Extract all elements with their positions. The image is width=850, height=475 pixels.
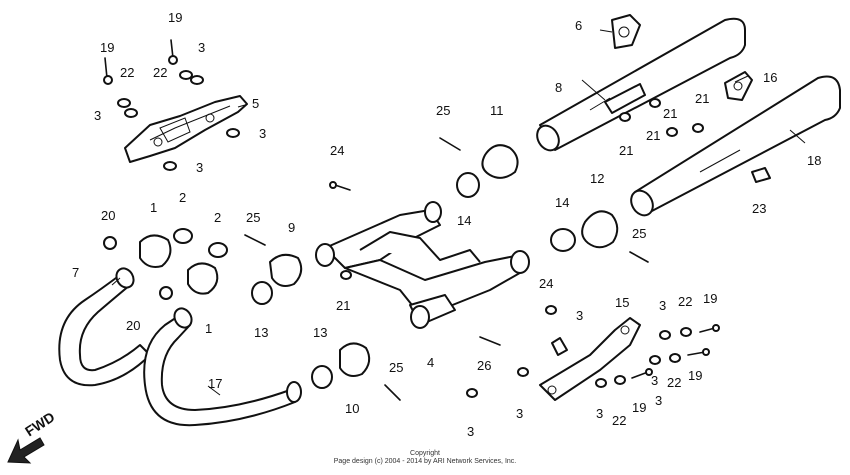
copyright-title: Copyright: [410, 450, 440, 457]
callout-3: 3: [516, 406, 523, 421]
callout-10: 10: [345, 401, 359, 416]
callout-22: 22: [612, 413, 626, 428]
callout-3: 3: [659, 298, 666, 313]
callout-3: 3: [651, 373, 658, 388]
callout-7: 7: [72, 265, 79, 280]
bracket-15: [539, 317, 641, 401]
clamp-11: [439, 137, 519, 198]
clamp-10: [311, 342, 401, 401]
bolt-24: [329, 181, 352, 280]
clamp-9: [244, 234, 303, 305]
callout-3: 3: [196, 160, 203, 175]
callout-21: 21: [619, 143, 633, 158]
callout-12: 12: [590, 171, 604, 186]
callout-21: 21: [646, 128, 660, 143]
callout-labels: 19 3 19 22 22 3 5 3 3 6 8 16 21 21 21 21…: [72, 10, 821, 439]
callout-25: 25: [632, 226, 646, 241]
callout-22: 22: [678, 294, 692, 309]
copyright-notice: Page design (c) 2004 - 2014 by ARI Netwo…: [333, 458, 517, 465]
callout-25: 25: [389, 360, 403, 375]
muffler-8: [536, 14, 746, 152]
callout-21: 21: [336, 298, 350, 313]
exhaust-pipe-17: [143, 307, 302, 427]
heat-shield-5: [124, 95, 248, 163]
callout-23: 23: [752, 201, 766, 216]
callout-21: 21: [695, 91, 709, 106]
callout-19: 19: [632, 400, 646, 415]
callout-2: 2: [214, 210, 221, 225]
clamp-12: [550, 210, 649, 263]
fwd-arrow-icon: [7, 437, 45, 464]
callout-19: 19: [688, 368, 702, 383]
callout-13: 13: [313, 325, 327, 340]
callout-3: 3: [259, 126, 266, 141]
callout-25: 25: [436, 103, 450, 118]
callout-20: 20: [126, 318, 140, 333]
fasteners-topleft: [103, 39, 240, 171]
nuts-21: [619, 98, 704, 137]
callout-15: 15: [615, 295, 629, 310]
callout-4: 4: [427, 355, 434, 370]
callout-19: 19: [168, 10, 182, 25]
callout-3: 3: [576, 308, 583, 323]
callout-22: 22: [667, 375, 681, 390]
callout-11: 11: [490, 103, 504, 118]
callout-5: 5: [252, 96, 259, 111]
callout-2: 2: [179, 190, 186, 205]
callout-18: 18: [807, 153, 821, 168]
callout-19: 19: [703, 291, 717, 306]
callout-19: 19: [100, 40, 114, 55]
callout-22: 22: [153, 65, 167, 80]
callout-3: 3: [198, 40, 205, 55]
callout-9: 9: [288, 220, 295, 235]
callout-24: 24: [330, 143, 344, 158]
callout-25: 25: [246, 210, 260, 225]
muffler-18: [630, 71, 841, 217]
leader-lines: [111, 29, 806, 396]
callout-13: 13: [254, 325, 268, 340]
callout-17: 17: [208, 376, 222, 391]
callout-3: 3: [467, 424, 474, 439]
exhaust-pipe-7: [58, 267, 151, 387]
callout-14: 14: [457, 213, 471, 228]
clamps-front: [103, 228, 228, 300]
callout-26: 26: [477, 358, 491, 373]
callout-22: 22: [120, 65, 134, 80]
callout-21: 21: [663, 106, 677, 121]
callout-16: 16: [763, 70, 777, 85]
callout-1: 1: [205, 321, 212, 336]
callout-8: 8: [555, 80, 562, 95]
callout-20: 20: [101, 208, 115, 223]
callout-24: 24: [539, 276, 553, 291]
crossover-pipe-4: [315, 201, 530, 329]
callout-3: 3: [94, 108, 101, 123]
fasteners-bottomright: [466, 305, 720, 398]
callout-6: 6: [575, 18, 582, 33]
callout-14: 14: [555, 195, 569, 210]
callout-3: 3: [655, 393, 662, 408]
callout-3: 3: [596, 406, 603, 421]
callout-1: 1: [150, 200, 157, 215]
